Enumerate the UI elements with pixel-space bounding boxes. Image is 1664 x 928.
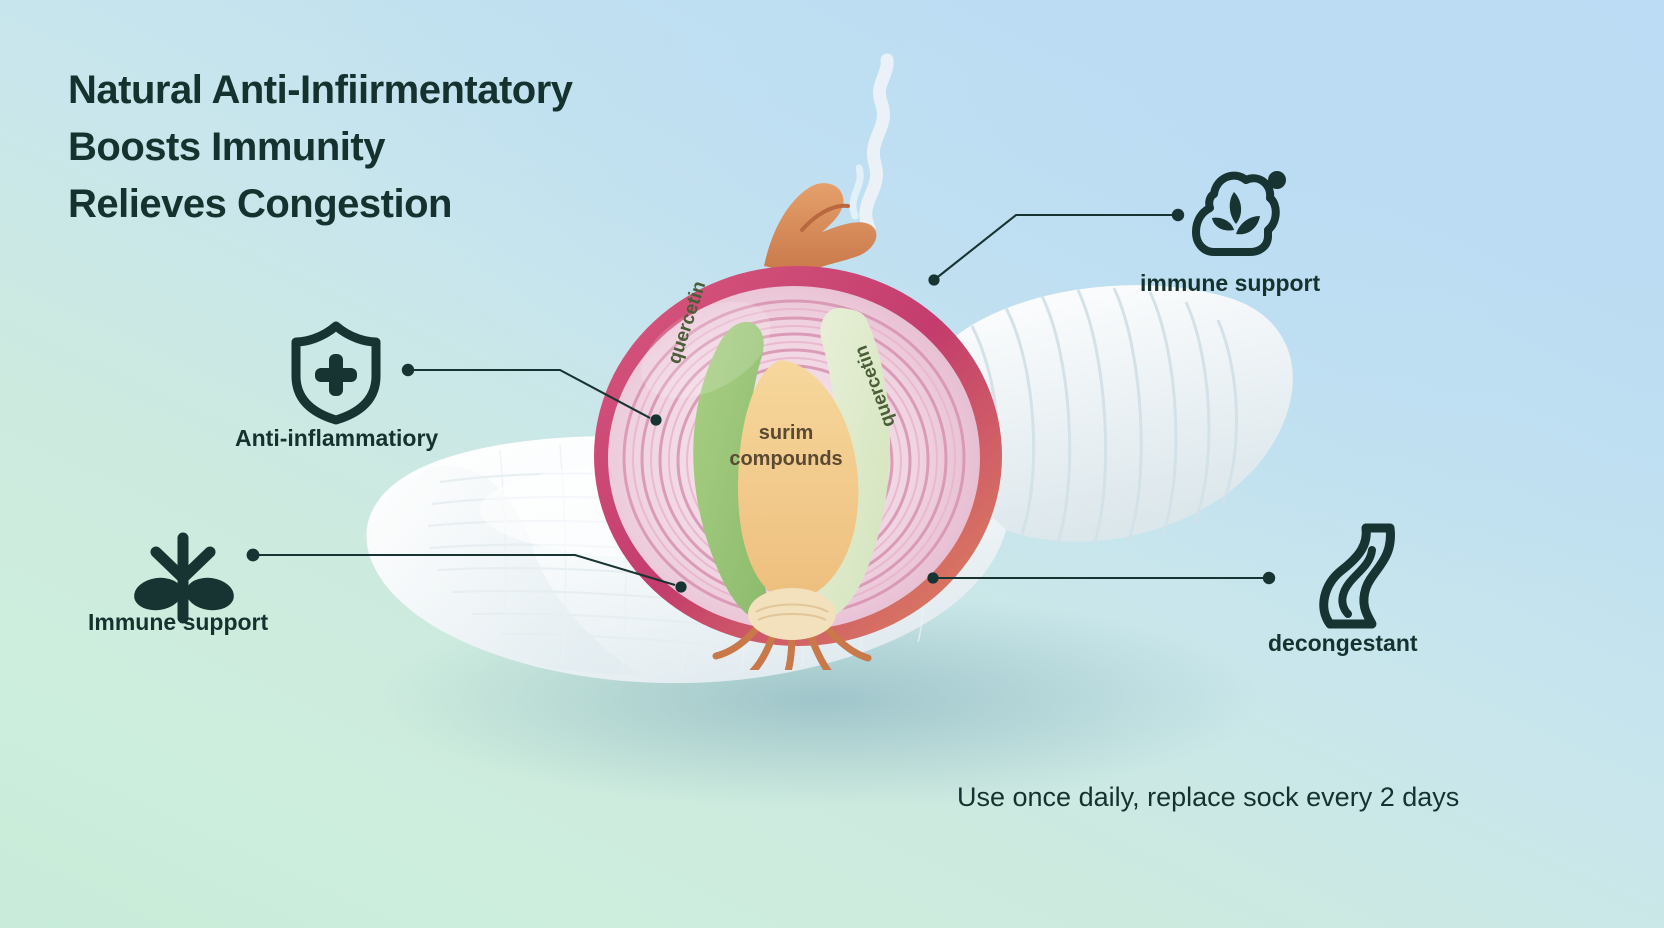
headline-line-1: Natural Anti-Infiirmentatory [68,68,573,112]
onion-illustration [566,170,1036,670]
steam-wisp [795,40,935,240]
sprout-icon [128,520,238,630]
leaf-cloud-icon [1182,160,1286,264]
headline-line-3: Relieves Congestion [68,182,452,226]
shield-plus-icon [288,318,384,426]
connector-decongestant [925,560,1285,605]
connector-anti-inflammatory [400,360,690,430]
callout-label-decongestant: decongestant [1268,630,1418,656]
headline-line-2: Boosts Immunity [68,125,385,169]
usage-caption: Use once daily, replace sock every 2 day… [957,782,1460,812]
callout-label-anti-inflammatory: Anti-inflammatiory [235,425,439,451]
connector-immune-support-right [920,195,1190,290]
vapor-wave-icon [1310,520,1402,632]
page-title: Natural Anti-Infiirmentatory Boosts Immu… [68,62,848,233]
callout-label-immune-support-left: Immune support [88,609,269,635]
connector-immune-support-left [245,545,695,605]
callout-label-immune-support-right: immune support [1140,270,1321,296]
